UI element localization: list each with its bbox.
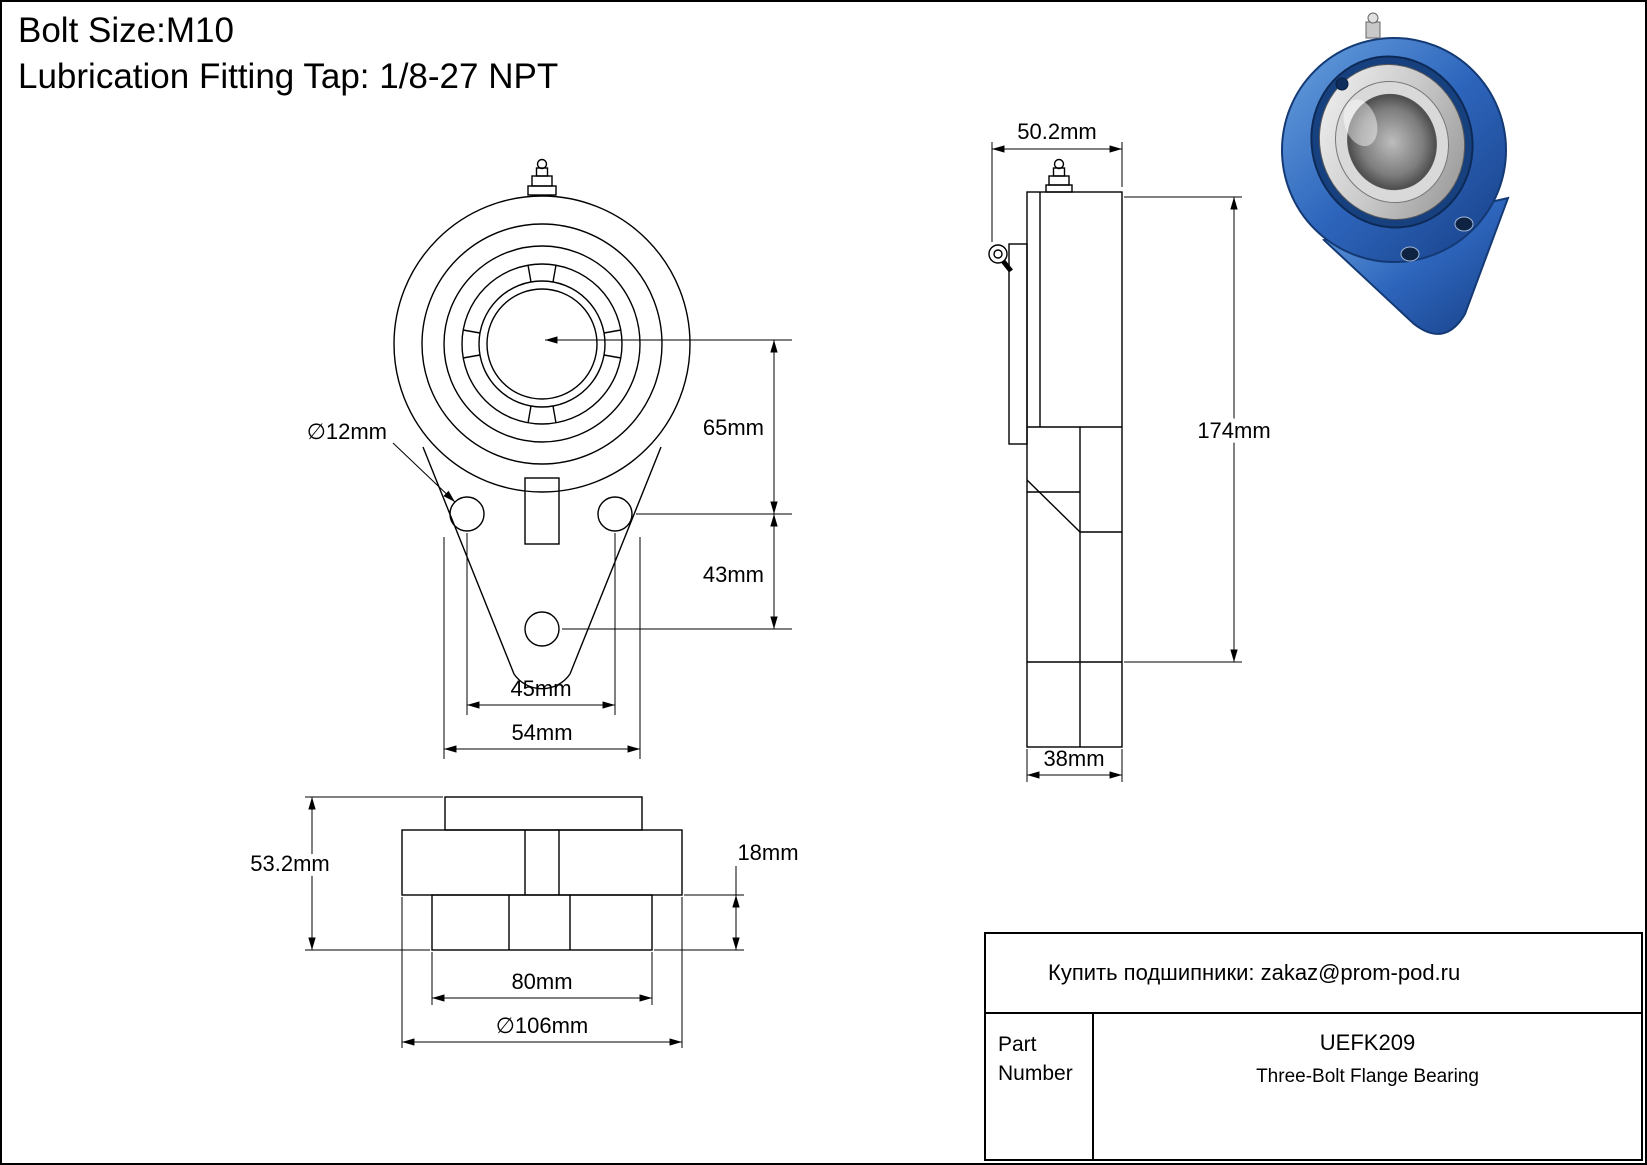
bolt-hole-left	[449, 496, 485, 532]
dim-lip-height: 18mm	[737, 840, 798, 865]
lubrication-tap-text: Lubrication Fitting Tap: 1/8-27 NPT	[18, 56, 559, 96]
render-bore	[1310, 55, 1474, 229]
flange-body-outline	[422, 446, 662, 690]
zerk-boss-outline	[1008, 243, 1028, 445]
product-render-3d	[1281, 12, 1510, 335]
dim-housing-height: 53.2mm	[250, 851, 329, 876]
render-set-screw	[1335, 77, 1349, 91]
bottom-body-outline	[401, 829, 683, 896]
side-view-dimensions: 50.2mm 174mm 38mm	[991, 119, 1276, 782]
contact-row: Купить подшипники: zakaz@prom-pod.ru	[986, 934, 1641, 1014]
dim-flange-width: 54mm	[511, 720, 572, 745]
bottom-lower-plate	[431, 894, 653, 951]
part-number-value: UEFK209	[1319, 1030, 1416, 1055]
dim-holes-vertical: 43mm	[703, 562, 764, 587]
side-body-outline	[1026, 191, 1123, 748]
dim-holes-spacing: 45mm	[510, 676, 571, 701]
render-bolt-hole-2	[1454, 216, 1474, 232]
bolt-size-text: Bolt Size:M10	[18, 11, 234, 50]
contact-text: Купить подшипники: zakaz@prom-pod.ru	[1048, 960, 1461, 985]
render-bolt-hole-1	[1400, 246, 1420, 262]
dim-top-width: 50.2mm	[1017, 119, 1096, 144]
flange-outer-circle	[393, 195, 691, 493]
dim-hole-diameter: ∅12mm	[307, 419, 387, 444]
bottom-view	[401, 796, 683, 951]
grease-fitting-side-icon	[1045, 158, 1073, 193]
bearing-race-ring	[461, 263, 623, 425]
grease-fitting-icon	[527, 158, 557, 196]
bearing-outer-ring	[443, 245, 641, 443]
part-number-label: Part Number	[986, 1014, 1094, 1159]
part-row: Part Number UEFK209 Three-Bolt Flange Be…	[986, 1014, 1641, 1159]
dim-outer-diameter: ∅106mm	[496, 1013, 589, 1038]
front-view-dimensions: 65mm 43mm 45mm 54mm ∅12mm	[307, 336, 792, 759]
bearing-cage-ticks	[462, 264, 622, 424]
title-block: Купить подшипники: zakaz@prom-pod.ru Par…	[984, 932, 1643, 1161]
bottom-view-dimensions: 53.2mm 18mm 80mm ∅106mm	[245, 796, 799, 1048]
part-info-cell: UEFK209 Three-Bolt Flange Bearing	[1094, 1014, 1641, 1159]
part-description: Three-Bolt Flange Bearing	[1256, 1066, 1479, 1087]
side-view	[988, 158, 1123, 748]
bearing-inner-ring	[478, 280, 606, 408]
dim-total-height: 174mm	[1197, 418, 1270, 443]
flange-inner-circle	[421, 223, 663, 465]
drawing-header: Bolt Size:M10 Lubrication Fitting Tap: 1…	[18, 8, 558, 99]
dim-center-to-holes: 65mm	[703, 415, 764, 440]
bolt-hole-right	[597, 496, 633, 532]
dim-inner-width: 80mm	[511, 969, 572, 994]
dim-base-depth: 38mm	[1043, 746, 1104, 771]
angled-zerk-icon	[988, 244, 1008, 264]
bore-circle	[486, 288, 598, 400]
render-zerk-icon	[1365, 12, 1381, 39]
bottom-top-plate	[444, 796, 643, 831]
bolt-hole-bottom	[524, 611, 560, 647]
front-view	[393, 158, 691, 690]
